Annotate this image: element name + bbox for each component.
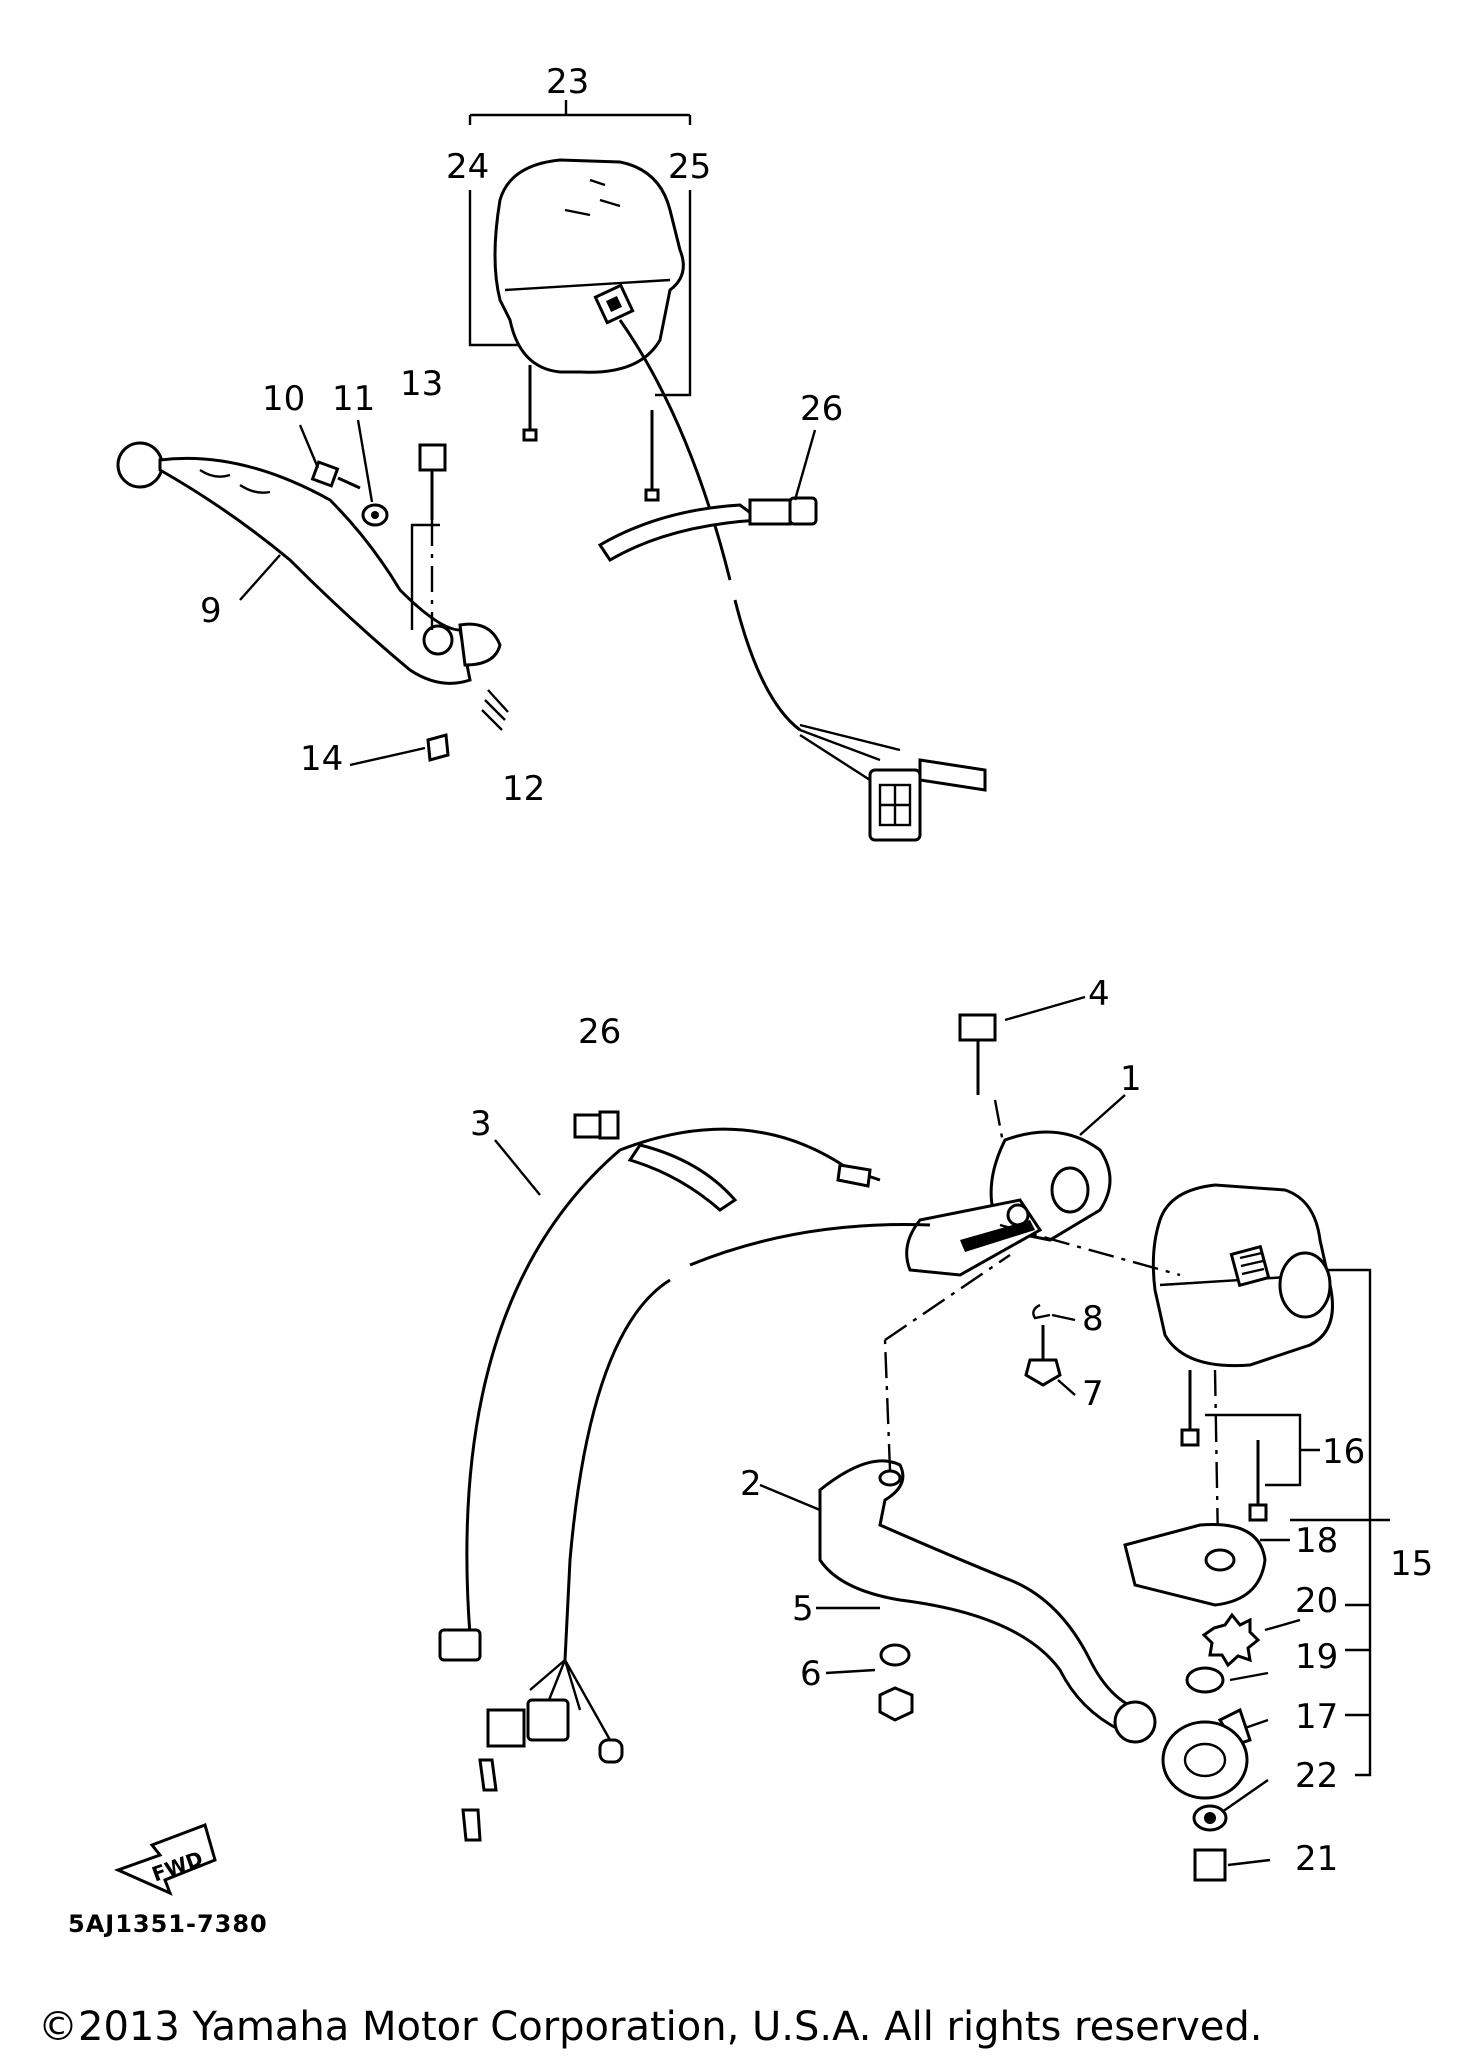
bracket-15 bbox=[1290, 1268, 1390, 1777]
callout-6: 6 bbox=[800, 1654, 822, 1694]
cable-tie-upper bbox=[597, 496, 818, 563]
callout-labels: 23 24 25 26 10 11 13 9 14 12 4 26 1 3 8 … bbox=[200, 62, 1433, 1879]
callout-5: 5 bbox=[792, 1589, 814, 1629]
bracket-16 bbox=[1205, 1413, 1320, 1487]
callout-3: 3 bbox=[470, 1104, 492, 1144]
right-switch-housing bbox=[1151, 1183, 1334, 1368]
lower-harness bbox=[461, 1223, 931, 1842]
copyright-notice: ©2013 Yamaha Motor Corporation, U.S.A. A… bbox=[38, 2004, 1263, 2050]
callout-23: 23 bbox=[546, 62, 589, 102]
callout-19: 19 bbox=[1295, 1637, 1338, 1677]
fwd-arrow: FWD bbox=[113, 1823, 217, 1896]
master-cylinder bbox=[905, 1130, 1112, 1277]
callout-7: 7 bbox=[1082, 1374, 1104, 1414]
callout-9: 9 bbox=[200, 591, 222, 631]
callout-10: 10 bbox=[262, 379, 305, 419]
callout-16: 16 bbox=[1322, 1432, 1365, 1472]
left-switch-housing bbox=[493, 158, 685, 374]
callout-21: 21 bbox=[1295, 1839, 1338, 1879]
callout-13: 13 bbox=[400, 364, 443, 404]
throttle-parts bbox=[1123, 1522, 1267, 1882]
callout-26-lower: 26 bbox=[578, 1012, 621, 1052]
callout-15: 15 bbox=[1390, 1544, 1433, 1584]
switch-screws bbox=[999, 1223, 1268, 1546]
brake-lever bbox=[818, 1254, 1157, 1744]
callout-14: 14 bbox=[300, 739, 343, 779]
callout-17: 17 bbox=[1295, 1697, 1338, 1737]
callout-24: 24 bbox=[446, 147, 489, 187]
clutch-lever bbox=[116, 441, 502, 685]
callout-4: 4 bbox=[1088, 974, 1110, 1014]
callout-25: 25 bbox=[668, 147, 711, 187]
lever-hardware bbox=[310, 443, 509, 762]
callout-20: 20 bbox=[1295, 1581, 1338, 1621]
callout-2: 2 bbox=[740, 1464, 762, 1504]
callout-8: 8 bbox=[1082, 1299, 1104, 1339]
leader-lines-upper bbox=[239, 419, 817, 767]
callout-22: 22 bbox=[1295, 1756, 1338, 1796]
bracket-23 bbox=[468, 100, 692, 397]
leader-lines-lower bbox=[494, 995, 1301, 1867]
drawing-code: 5AJ1351-7380 bbox=[68, 1910, 268, 1938]
housing-screws bbox=[522, 365, 660, 502]
callout-11: 11 bbox=[332, 379, 375, 419]
callout-12: 12 bbox=[502, 769, 545, 809]
upper-harness bbox=[618, 319, 987, 842]
callout-26-upper: 26 bbox=[800, 389, 843, 429]
throttle-cable bbox=[438, 1110, 881, 1662]
callout-1: 1 bbox=[1120, 1059, 1142, 1099]
callout-18: 18 bbox=[1295, 1521, 1338, 1561]
